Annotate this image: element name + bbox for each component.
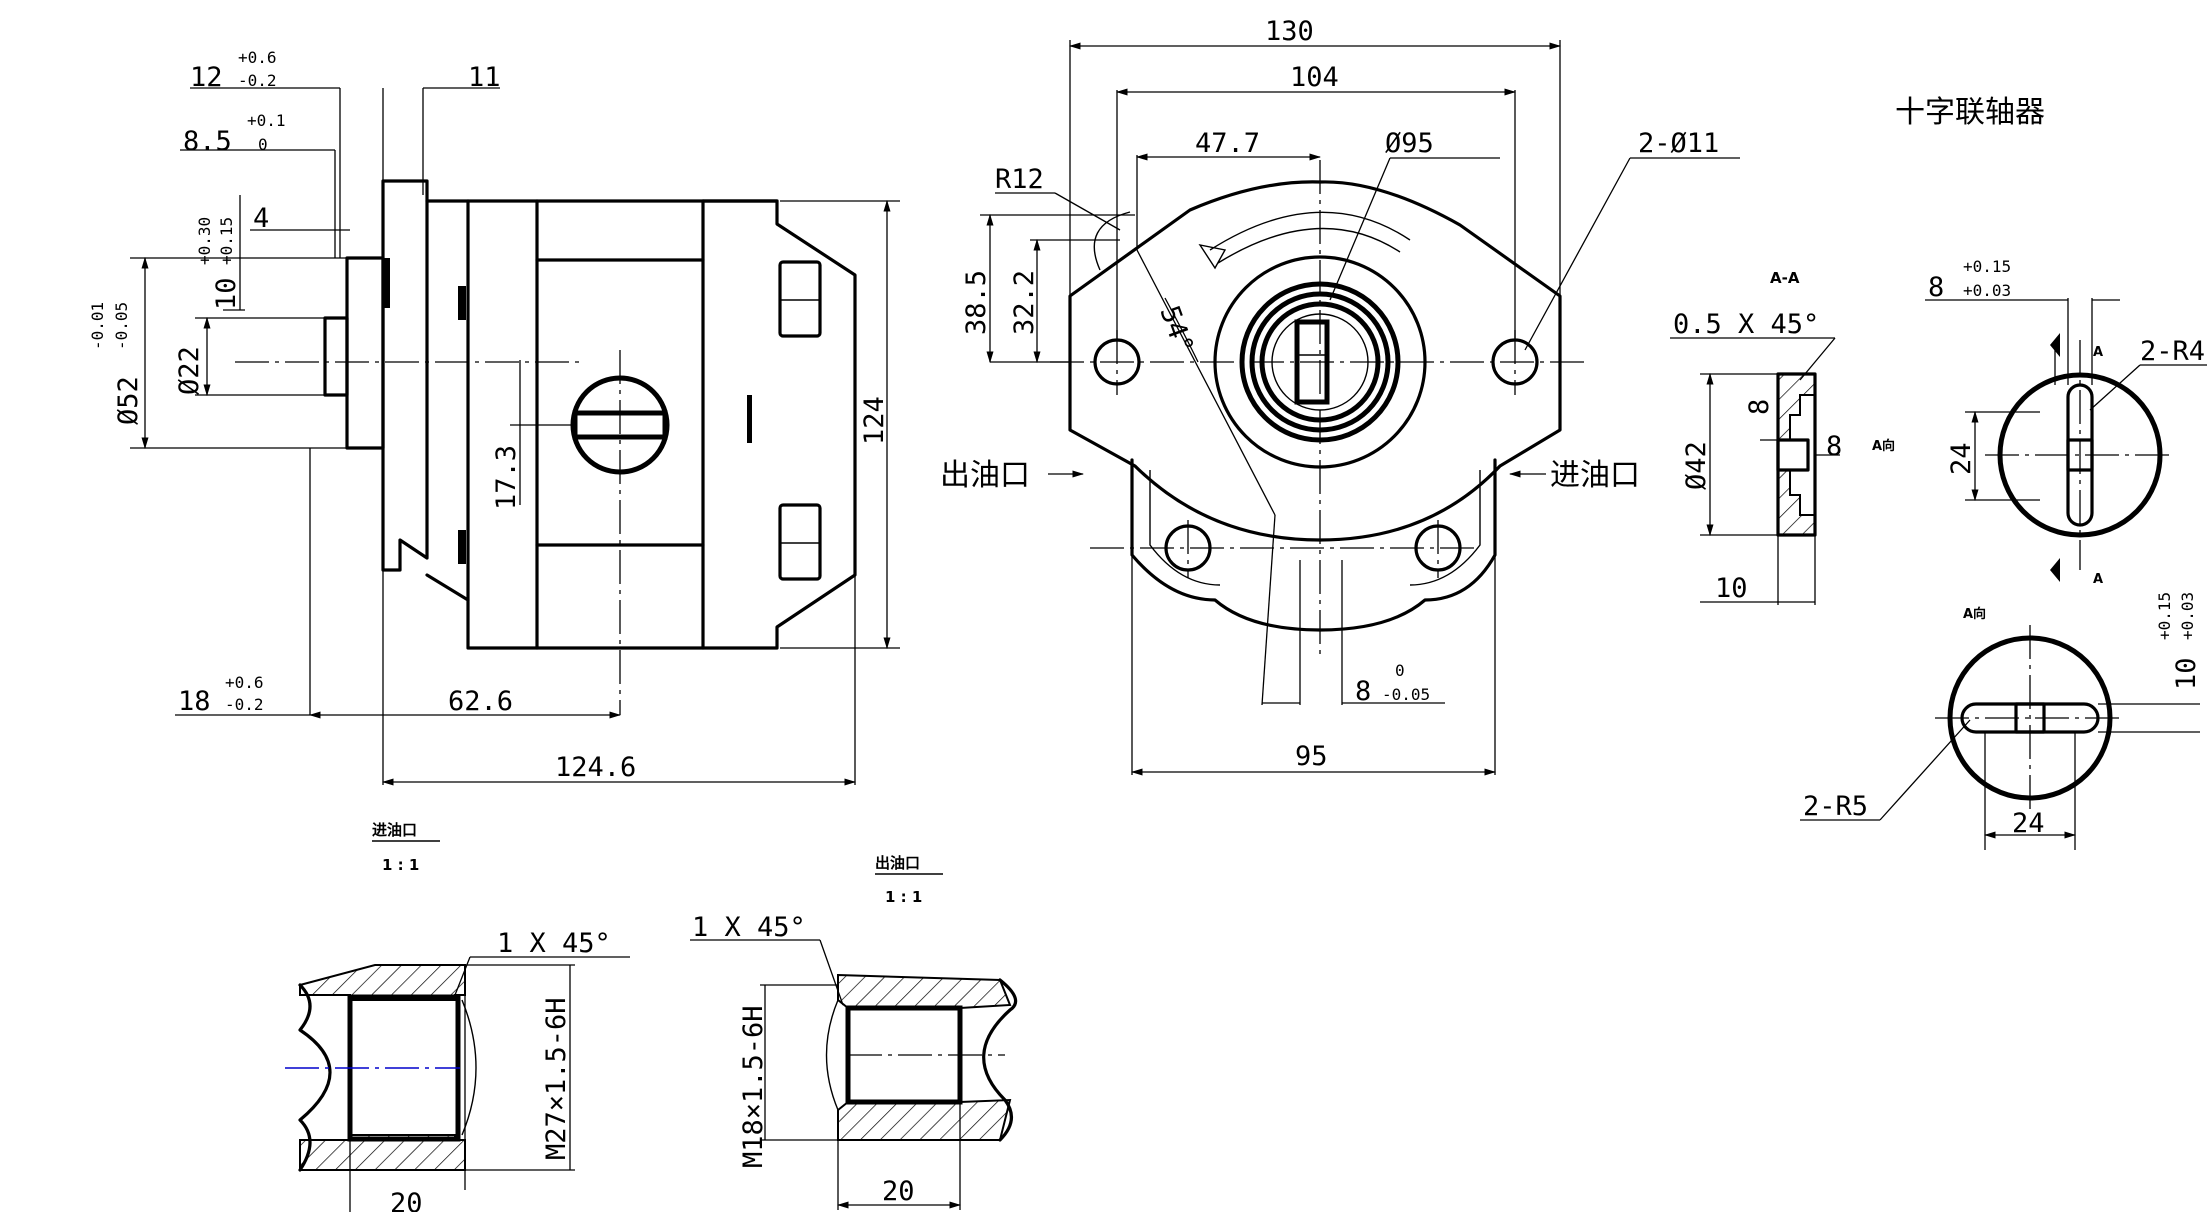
dim-12: 12: [190, 62, 223, 93]
outlet-detail-scale: 1 : 1: [885, 888, 922, 906]
coupling-title: 十字联轴器: [1895, 95, 2045, 130]
dim-18-upper-tol: +0.6: [225, 673, 264, 692]
view-a-label: A向: [1963, 606, 1986, 622]
inlet-detail-title: 进油口: [372, 821, 417, 839]
dim-130: 130: [1265, 16, 1314, 47]
dim-12-upper-tol: +0.6: [238, 48, 277, 67]
coupling-chamfer: 0.5 X 45°: [1673, 309, 1819, 340]
dim-62-6: 62.6: [448, 686, 513, 717]
coupling-dim-10-right-lower-tol: +0.03: [2178, 592, 2197, 640]
front-view: 130 104 47.7 Ø95 2-Ø11 R12 38.5 32.2 54°…: [940, 16, 1740, 776]
inlet-chamfer: 1 X 45°: [497, 928, 611, 959]
section-arrow-a-bottom: A: [2093, 572, 2103, 587]
dim-10-lower-tol: +0.15: [217, 217, 236, 265]
dim-8-keyway-upper-tol: 0: [1395, 661, 1405, 680]
view-a-arrow-label: A向: [1872, 438, 1895, 454]
section-arrow-a-top: A: [2093, 345, 2103, 360]
section-aa-label: A-A: [1770, 269, 1800, 287]
coupling-dim-8-top: 8: [1928, 272, 1944, 303]
outlet-thread-spec: M18×1.5-6H: [738, 1005, 769, 1168]
dim-11: 11: [468, 62, 501, 93]
dim-angle-54: 54°: [1153, 302, 1199, 358]
outlet-port-label: 出油口: [940, 458, 1030, 493]
inlet-dim-20: 20: [390, 1188, 423, 1212]
dim-phi-52-upper-tol: -0.01: [88, 302, 107, 350]
coupling-dim-2-r4: 2-R4: [2140, 336, 2205, 367]
dim-r12: R12: [995, 164, 1044, 195]
dim-2-phi-11: 2-Ø11: [1638, 128, 1719, 159]
dim-10: 10: [211, 277, 242, 310]
coupling-dim-8b: 8: [1826, 431, 1842, 462]
coupling-detail: 十字联轴器 A-A 0.5 X 45° Ø42 8 8 10 A向: [1670, 95, 2207, 850]
dim-32-2: 32.2: [1009, 270, 1040, 335]
coupling-dim-10: 10: [1715, 573, 1748, 604]
coupling-dim-24-bottom: 24: [2012, 808, 2045, 839]
coupling-dim-10-right-upper-tol: +0.15: [2155, 592, 2174, 640]
inlet-port-detail: 进油口 1 : 1 1 X 45° M27×1.5-6H 20: [285, 821, 630, 1212]
coupling-dim-phi-42: Ø42: [1681, 441, 1712, 490]
side-view: 12 +0.6 -0.2 11 8.5 +0.1 0 4 10 +0.30 +0…: [88, 48, 900, 786]
outlet-chamfer: 1 X 45°: [692, 912, 806, 943]
dim-8-5-lower-tol: 0: [258, 135, 268, 154]
dim-8-keyway-lower-tol: -0.05: [1382, 685, 1430, 704]
dim-47-7: 47.7: [1195, 128, 1260, 159]
outlet-detail-title: 出油口: [875, 854, 920, 872]
dim-phi-95: Ø95: [1385, 128, 1434, 159]
dim-phi-22: Ø22: [174, 346, 205, 395]
coupling-dim-10-right: 10: [2171, 657, 2202, 690]
coupling-dim-8-top-upper-tol: +0.15: [1963, 257, 2011, 276]
dim-4: 4: [253, 203, 269, 234]
dim-18: 18: [178, 686, 211, 717]
coupling-dim-8a: 8: [1744, 399, 1775, 415]
inlet-thread-spec: M27×1.5-6H: [541, 997, 572, 1160]
dim-phi-52: Ø52: [113, 376, 144, 425]
dim-124-6: 124.6: [555, 752, 636, 783]
coupling-dim-2-r5: 2-R5: [1803, 791, 1868, 822]
outlet-port-detail: 出油口 1 : 1 1 X 45° M18×1.5-6H 20: [690, 854, 1018, 1210]
dim-38-5: 38.5: [961, 270, 992, 335]
inlet-detail-scale: 1 : 1: [382, 856, 419, 874]
dim-95: 95: [1295, 741, 1328, 772]
dim-17-3: 17.3: [491, 445, 522, 510]
inlet-port-label: 进油口: [1550, 458, 1640, 493]
coupling-dim-24: 24: [1946, 442, 1977, 475]
dim-18-lower-tol: -0.2: [225, 695, 264, 714]
dim-104: 104: [1290, 62, 1339, 93]
dim-12-lower-tol: -0.2: [238, 71, 277, 90]
outlet-dim-20: 20: [882, 1176, 915, 1207]
dim-8-5-upper-tol: +0.1: [247, 111, 286, 130]
dim-8-keyway: 8: [1355, 676, 1371, 707]
dim-124: 124: [859, 396, 890, 445]
dim-10-upper-tol: +0.30: [195, 217, 214, 265]
coupling-dim-8-top-lower-tol: +0.03: [1963, 281, 2011, 300]
dim-phi-52-lower-tol: -0.05: [112, 302, 131, 350]
dim-8-5: 8.5: [183, 126, 232, 157]
